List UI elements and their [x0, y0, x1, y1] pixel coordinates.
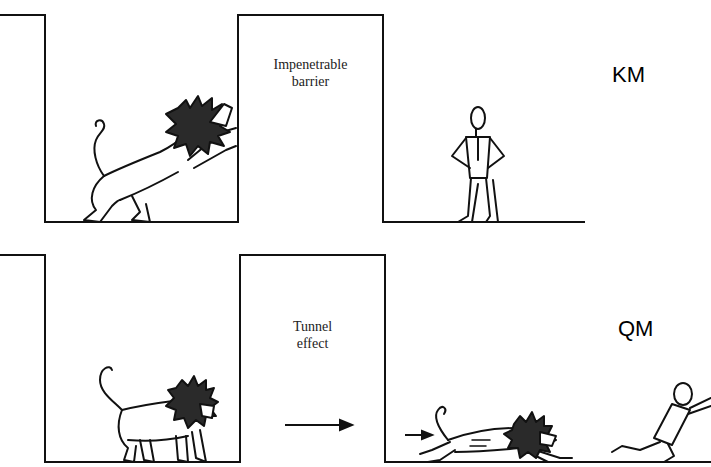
lion-belly	[128, 436, 188, 441]
motion-arrows	[285, 420, 432, 439]
lion-drawing	[420, 407, 572, 462]
arrow-head	[422, 431, 432, 439]
man-drawing	[452, 107, 504, 222]
lion-leg	[84, 176, 120, 222]
man-leg	[612, 442, 660, 452]
man-leg	[458, 178, 478, 222]
lion-leg	[140, 440, 154, 462]
lion-drawing	[84, 96, 236, 222]
barrier-box: Impenetrable barrier	[237, 14, 384, 223]
man-torso	[466, 137, 490, 178]
barrier-box: Tunnel effect	[239, 254, 386, 463]
lion-tail	[436, 407, 448, 440]
potential-wells	[0, 15, 711, 462]
lion-face	[200, 404, 214, 418]
arrow-head	[340, 420, 352, 430]
man-arm	[488, 138, 504, 168]
man-drawing	[612, 383, 711, 462]
man-tie	[477, 137, 479, 160]
lion-belly	[120, 172, 178, 200]
lion-mane	[504, 412, 556, 458]
lion-leg	[420, 442, 450, 454]
man-head	[674, 383, 692, 405]
lion-leg	[194, 146, 236, 168]
man-head	[471, 107, 485, 129]
lion-leg	[535, 450, 572, 458]
lion-face	[210, 104, 232, 126]
lion-drawing	[100, 367, 218, 462]
speed-lines	[470, 440, 490, 446]
man-torso	[654, 404, 690, 445]
well-outline	[0, 15, 585, 222]
theory-label: KM	[612, 62, 645, 88]
lion-leg	[119, 410, 136, 462]
arrow-shaft	[285, 424, 342, 426]
lion-leg	[176, 436, 188, 462]
barrier-text: Impenetrable barrier	[261, 16, 361, 90]
lion-leg	[132, 196, 150, 222]
man-arm	[688, 406, 711, 414]
lion-tail	[100, 367, 122, 410]
man-leg	[664, 444, 680, 462]
man-neck	[475, 129, 477, 136]
lion-mane	[166, 376, 218, 428]
lion-leg	[192, 430, 206, 462]
lion-mane	[166, 96, 230, 156]
lion-tail	[94, 120, 104, 176]
lion-leg	[428, 450, 455, 462]
lion-face	[540, 432, 556, 446]
man-leg	[486, 178, 498, 222]
lion-back	[104, 134, 186, 176]
well-outline	[0, 255, 711, 462]
barrier-text: Tunnel effect	[283, 256, 343, 352]
man-arm	[452, 138, 470, 168]
theory-label: QM	[618, 316, 653, 342]
